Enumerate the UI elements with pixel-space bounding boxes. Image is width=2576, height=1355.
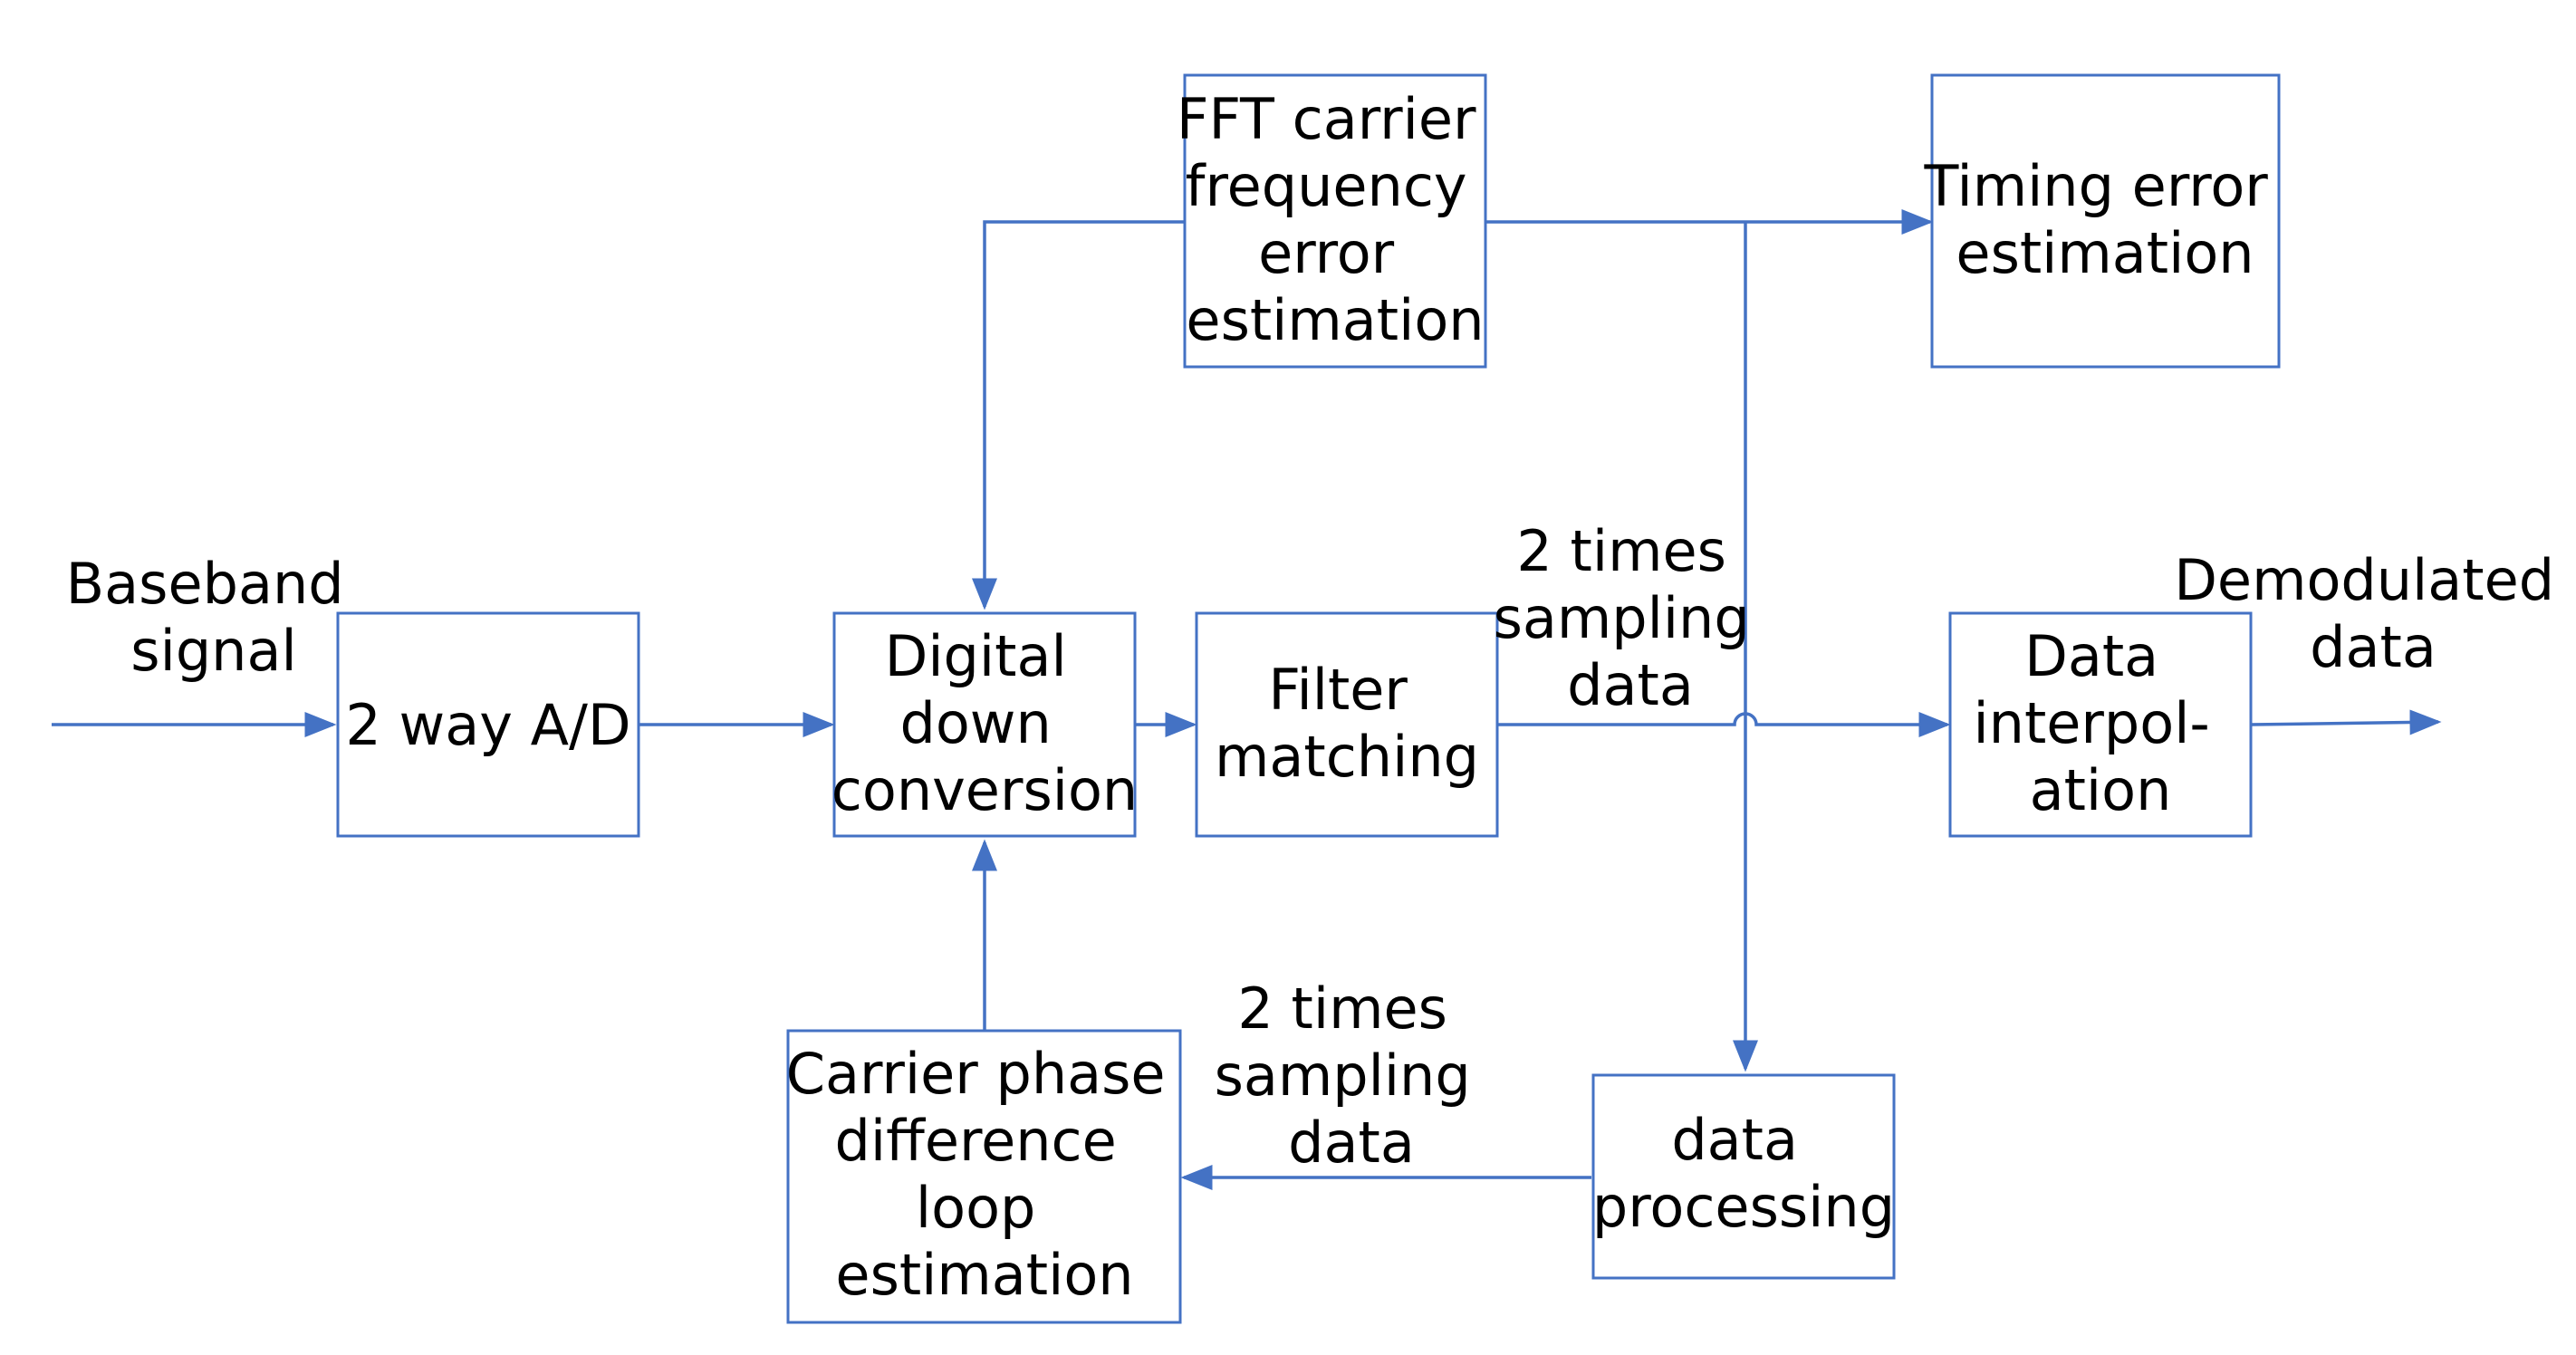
block-digital-down-conversion-label: Digital down conversion	[831, 623, 1138, 823]
demodulated-data-label: Demodulated data	[2174, 547, 2572, 680]
block-fft-label: FFT carrier frequency error estimation	[1177, 86, 1494, 353]
block-timing-error-estimation-label: Timing error estimation	[1924, 153, 2286, 286]
arrow-fft-to-ddc	[972, 220, 1185, 610]
block-2-way-ad: 2 way A/D	[336, 611, 640, 838]
sampling-data-label-bottom: 2 times sampling data	[1215, 975, 1489, 1176]
block-filter-matching-label: Filter matching	[1215, 657, 1479, 790]
block-carrier-phase-label: Carrier phase difference loop estimation	[786, 1041, 1184, 1308]
block-filter-matching: Filter matching	[1195, 611, 1499, 838]
block-2-way-ad-label: 2 way A/D	[345, 692, 630, 758]
sampling-data-label-top: 2 times sampling data	[1494, 518, 1768, 718]
block-carrier-phase-difference-loop-estimation: Carrier phase difference loop estimation	[786, 1029, 1184, 1324]
block-data-interpolation-label: Data interpol- ation	[1973, 623, 2227, 823]
block-digital-down-conversion: Digital down conversion	[831, 611, 1138, 838]
block-data-processing: data processing	[1591, 1073, 1896, 1280]
connections	[52, 209, 2442, 1190]
block-data-processing-label: data processing	[1592, 1107, 1895, 1240]
arrow-interp-to-output	[2250, 709, 2442, 735]
block-timing-error-estimation: Timing error estimation	[1924, 73, 2286, 369]
block-fft-carrier-frequency-error-estimation: FFT carrier frequency error estimation	[1177, 73, 1494, 369]
block-data-interpolation: Data interpol- ation	[1948, 611, 2253, 838]
arrow-filter-to-interp	[1497, 712, 1951, 737]
baseband-signal-label: Baseband signal	[66, 551, 362, 684]
